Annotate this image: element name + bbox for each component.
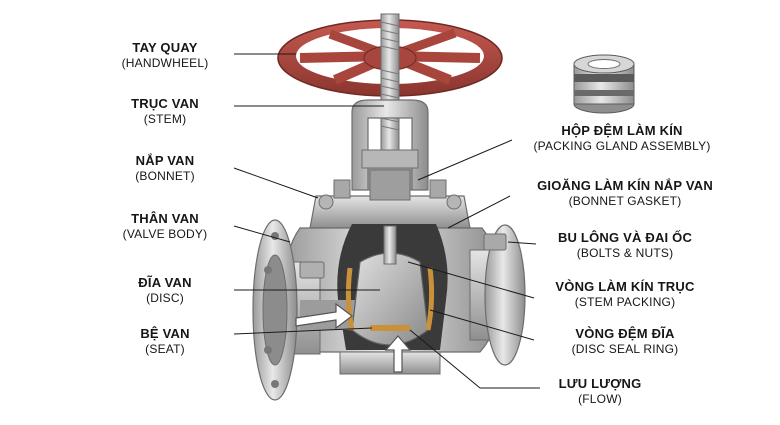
label-bonnet-gasket-vi: GIOĂNG LÀM KÍN NẮP VAN bbox=[515, 178, 735, 194]
label-bonnet-gasket-en: (BONNET GASKET) bbox=[515, 194, 735, 208]
label-bolts-nuts: BU LÔNG VÀ ĐAI ỐC (BOLTS & NUTS) bbox=[515, 230, 735, 260]
label-stem-packing-en: (STEM PACKING) bbox=[515, 295, 735, 309]
label-disc-seal: VÒNG ĐỆM ĐĨA (DISC SEAL RING) bbox=[515, 326, 735, 356]
label-bolts-nuts-vi: BU LÔNG VÀ ĐAI ỐC bbox=[515, 230, 735, 246]
label-disc: ĐĨA VAN (DISC) bbox=[100, 275, 230, 305]
label-disc-seal-en: (DISC SEAL RING) bbox=[515, 342, 735, 356]
label-packing-gland-en: (PACKING GLAND ASSEMBLY) bbox=[512, 139, 732, 153]
leader-packing-gland bbox=[418, 140, 512, 180]
label-disc-vi: ĐĨA VAN bbox=[100, 275, 230, 291]
label-stem-packing: VÒNG LÀM KÍN TRỤC (STEM PACKING) bbox=[515, 279, 735, 309]
label-stem-en: (STEM) bbox=[100, 112, 230, 126]
label-valve-body-en: (VALVE BODY) bbox=[100, 227, 230, 241]
label-handwheel-vi: TAY QUAY bbox=[100, 40, 230, 56]
label-stem-vi: TRỤC VAN bbox=[100, 96, 230, 112]
label-flow: LƯU LƯỢNG (FLOW) bbox=[490, 376, 710, 406]
label-bonnet-vi: NẮP VAN bbox=[100, 153, 230, 169]
label-stem-packing-vi: VÒNG LÀM KÍN TRỤC bbox=[515, 279, 735, 295]
label-bolts-nuts-en: (BOLTS & NUTS) bbox=[515, 246, 735, 260]
label-bonnet: NẮP VAN (BONNET) bbox=[100, 153, 230, 183]
label-bonnet-gasket: GIOĂNG LÀM KÍN NẮP VAN (BONNET GASKET) bbox=[515, 178, 735, 208]
label-disc-en: (DISC) bbox=[100, 291, 230, 305]
label-handwheel: TAY QUAY (HANDWHEEL) bbox=[100, 40, 230, 70]
label-packing-gland-vi: HỘP ĐỆM LÀM KÍN bbox=[512, 123, 732, 139]
leader-bonnet bbox=[234, 168, 318, 198]
label-stem: TRỤC VAN (STEM) bbox=[100, 96, 230, 126]
packing-ring-icon bbox=[574, 55, 634, 113]
label-flow-en: (FLOW) bbox=[490, 392, 710, 406]
label-valve-body-vi: THÂN VAN bbox=[100, 211, 230, 227]
label-valve-body: THÂN VAN (VALVE BODY) bbox=[100, 211, 230, 241]
label-disc-seal-vi: VÒNG ĐỆM ĐĨA bbox=[515, 326, 735, 342]
label-bonnet-en: (BONNET) bbox=[100, 169, 230, 183]
label-seat-vi: BỆ VAN bbox=[100, 326, 230, 342]
label-flow-vi: LƯU LƯỢNG bbox=[490, 376, 710, 392]
label-seat-en: (SEAT) bbox=[100, 342, 230, 356]
bonnet-flange bbox=[310, 170, 470, 228]
label-seat: BỆ VAN (SEAT) bbox=[100, 326, 230, 356]
label-packing-gland: HỘP ĐỆM LÀM KÍN (PACKING GLAND ASSEMBLY) bbox=[512, 123, 732, 153]
label-handwheel-en: (HANDWHEEL) bbox=[100, 56, 230, 70]
